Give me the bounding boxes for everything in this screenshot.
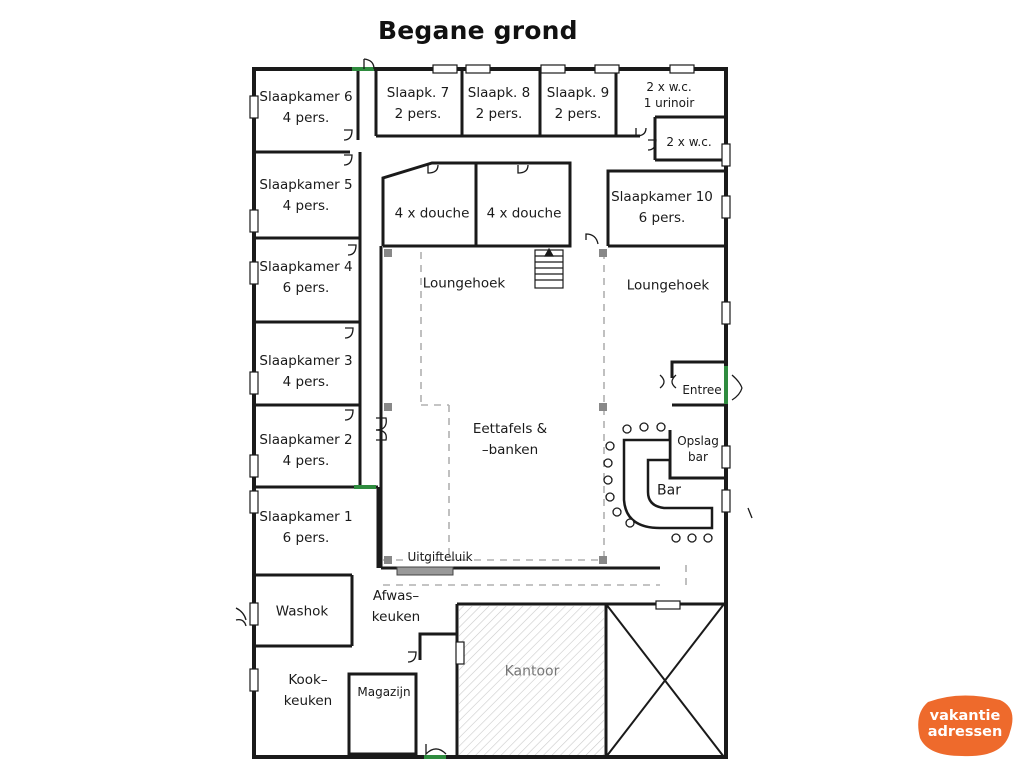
room-label-slaapkamer-1: Slaapkamer 1 6 pers. bbox=[259, 509, 353, 546]
bar-counter bbox=[622, 438, 714, 530]
top-room-walls bbox=[374, 71, 724, 162]
zone-label-loungehoek-left: Loungehoek bbox=[422, 275, 506, 292]
page-title: Begane grond bbox=[378, 16, 578, 45]
logo: vakantie adressen bbox=[924, 708, 1006, 740]
room-label-bar: Bar bbox=[657, 482, 681, 499]
bedroom10-walls bbox=[606, 169, 724, 248]
room-label-opslag-bar: Opslag bar bbox=[677, 434, 719, 464]
room-label-wc-urinoir: 2 x w.c. 1 urinoir bbox=[643, 80, 695, 110]
void-cross-icon bbox=[605, 603, 725, 758]
room-label-slaapkamer-3: Slaapkamer 3 4 pers. bbox=[259, 353, 353, 390]
office-hatch bbox=[459, 606, 604, 755]
columns bbox=[384, 249, 607, 564]
room-label-douche-left: 4 x douche bbox=[394, 205, 470, 222]
room-label-slaapkamer-4: Slaapkamer 4 6 pers. bbox=[259, 259, 353, 296]
stairs-icon bbox=[534, 247, 564, 289]
room-label-slaapkamer-10: Slaapkamer 10 6 pers. bbox=[611, 189, 713, 226]
room-label-magazijn: Magazijn bbox=[357, 685, 411, 699]
room-label-slaapk-8: Slaapk. 8 2 pers. bbox=[467, 85, 531, 122]
room-label-afwaskeuken: Afwas– keuken bbox=[371, 588, 421, 625]
bar-stool-icon bbox=[603, 422, 713, 543]
room-label-entree: Entree bbox=[682, 383, 722, 397]
room-label-wc: 2 x w.c. bbox=[666, 135, 712, 149]
room-label-slaapkamer-6: Slaapkamer 6 4 pers. bbox=[259, 89, 353, 126]
logo-blob bbox=[918, 695, 1013, 757]
room-label-slaapk-7: Slaapk. 7 2 pers. bbox=[386, 85, 450, 122]
windows bbox=[249, 64, 731, 692]
serving-hatch bbox=[396, 566, 454, 576]
zone-dashed-lines bbox=[383, 252, 687, 590]
room-label-douche-right: 4 x douche bbox=[486, 205, 562, 222]
room-label-slaapkamer-2: Slaapkamer 2 4 pers. bbox=[259, 432, 353, 469]
room-label-slaapkamer-5: Slaapkamer 5 4 pers. bbox=[259, 177, 353, 214]
green-doors bbox=[352, 67, 728, 759]
label-uitgifteluik: Uitgifteluik bbox=[407, 550, 473, 564]
zone-label-loungehoek-right: Loungehoek bbox=[626, 277, 710, 294]
logo-line-1: vakantie bbox=[929, 708, 1001, 724]
zone-label-eettafels: Eettafels & –banken bbox=[472, 421, 548, 458]
room-label-kantoor: Kantoor bbox=[504, 663, 560, 680]
room-label-washok: Washok bbox=[275, 603, 329, 620]
room-label-slaapk-9: Slaapk. 9 2 pers. bbox=[546, 85, 610, 122]
lower-walls bbox=[256, 573, 724, 757]
shower-walls bbox=[381, 161, 572, 248]
door-swing-icon bbox=[235, 58, 753, 756]
logo-line-2: adressen bbox=[927, 724, 1003, 740]
room-label-kookkeuken: Kook– keuken bbox=[283, 672, 333, 709]
bedroom-walls-left bbox=[256, 71, 380, 568]
